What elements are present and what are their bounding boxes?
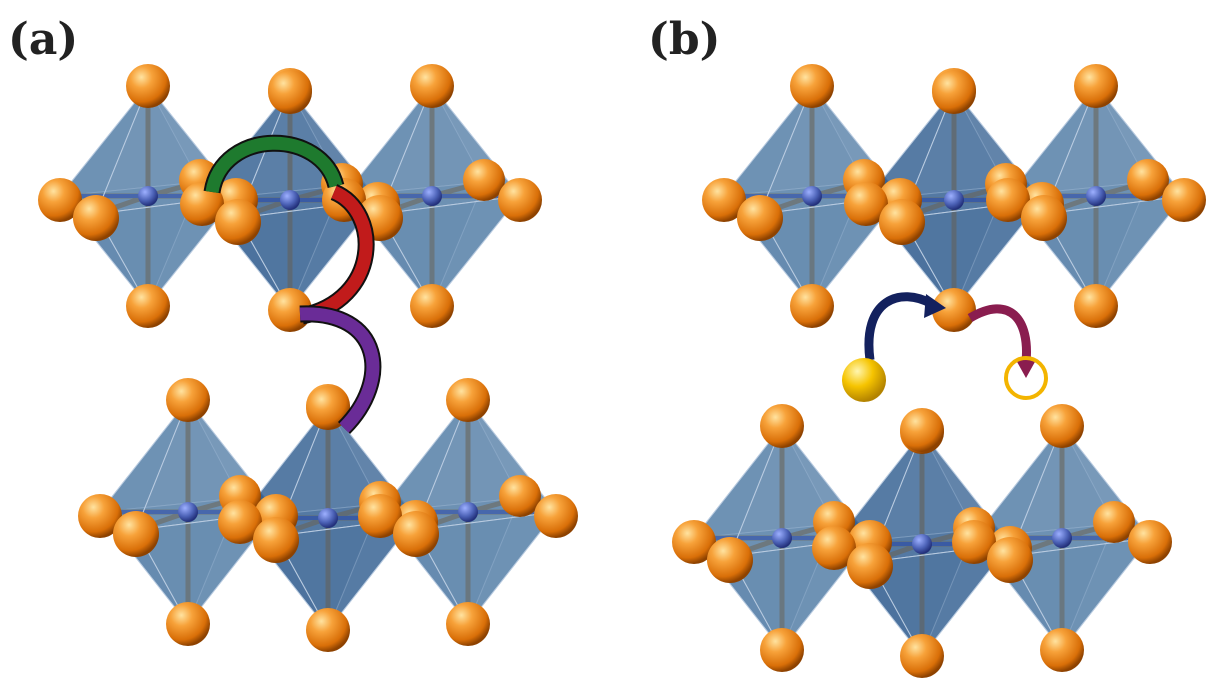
anion-atom (534, 494, 578, 538)
anion-atom (38, 178, 82, 222)
anion-atom (1127, 159, 1169, 201)
open-circle-icon (1004, 356, 1048, 400)
curved-arrow-down-icon-head (1016, 360, 1036, 378)
cation-atom (1052, 528, 1072, 548)
anion-atom (446, 378, 490, 422)
anion-atom (879, 199, 925, 245)
anion-atom (253, 517, 299, 563)
hop-arc-purple (299, 307, 380, 433)
anion-atom (986, 178, 1030, 222)
anion-atom (672, 520, 716, 564)
octahedron-face (869, 543, 1012, 657)
anion-atom (180, 182, 224, 226)
anion-atom (847, 543, 893, 589)
anion-atom (790, 284, 834, 328)
octahedron-face (379, 195, 522, 307)
anion-atom (812, 526, 856, 570)
cation-atom (318, 508, 338, 528)
anion-atom (790, 64, 834, 108)
curved-arrow-down-icon (967, 304, 1031, 363)
cation-atom (422, 186, 442, 206)
octahedral-layer (38, 64, 542, 332)
anion-atom (707, 537, 753, 583)
cation-atom (1086, 186, 1106, 206)
anion-atom (306, 386, 350, 430)
anion-atom (126, 284, 170, 328)
anion-atom (1074, 64, 1118, 108)
cation-atom (912, 534, 932, 554)
anion-atom (215, 199, 261, 245)
structure-layers (38, 64, 1206, 678)
cation-atom (944, 190, 964, 210)
anion-atom (358, 494, 402, 538)
panel-label-b: (b) (648, 14, 721, 65)
anion-atom (410, 64, 454, 108)
cation-atom (772, 528, 792, 548)
curved-arrow-right-icon-head (924, 294, 946, 318)
anion-atom (446, 602, 490, 646)
octahedron-face (901, 199, 1044, 311)
anion-atom (760, 628, 804, 672)
anion-atom (218, 500, 262, 544)
anion-atom (987, 537, 1033, 583)
hopping-arrows (203, 134, 1048, 435)
cation-atom (802, 186, 822, 206)
curved-arrow-right-icon (864, 292, 935, 361)
anion-atom (1162, 178, 1206, 222)
anion-atom (268, 70, 312, 114)
anion-atom (306, 608, 350, 652)
anion-atom (844, 182, 888, 226)
hop-arc-green (205, 136, 343, 194)
octahedron-face (415, 511, 558, 625)
cation-atom (280, 190, 300, 210)
anion-atom (498, 178, 542, 222)
octahedron-face (237, 199, 380, 311)
octahedron-face (1043, 195, 1186, 307)
anion-atom (760, 404, 804, 448)
anion-atom (499, 475, 541, 517)
filled-circle-icon (842, 358, 886, 402)
octahedron-face (275, 517, 418, 631)
panel-label-a: (a) (8, 14, 79, 65)
anion-atom (1128, 520, 1172, 564)
anion-atom (166, 378, 210, 422)
cation-atom (138, 186, 158, 206)
anion-atom (1040, 404, 1084, 448)
anion-atom (737, 195, 783, 241)
cation-atom (178, 502, 198, 522)
anion-atom (1074, 284, 1118, 328)
anion-atom (73, 195, 119, 241)
anion-atom (166, 602, 210, 646)
anion-atom (463, 159, 505, 201)
anion-atom (1021, 195, 1067, 241)
anion-atom (1093, 501, 1135, 543)
anion-atom (393, 511, 439, 557)
anion-atom (1040, 628, 1084, 672)
cation-atom (458, 502, 478, 522)
anion-atom (126, 64, 170, 108)
anion-atom (932, 70, 976, 114)
anion-atom (410, 284, 454, 328)
anion-atom (113, 511, 159, 557)
octahedron-face (1009, 537, 1152, 651)
anion-atom (900, 408, 944, 452)
anion-atom (932, 288, 976, 332)
anion-atom (900, 634, 944, 678)
anion-atom (952, 520, 996, 564)
anion-atom (78, 494, 122, 538)
anion-atom (702, 178, 746, 222)
